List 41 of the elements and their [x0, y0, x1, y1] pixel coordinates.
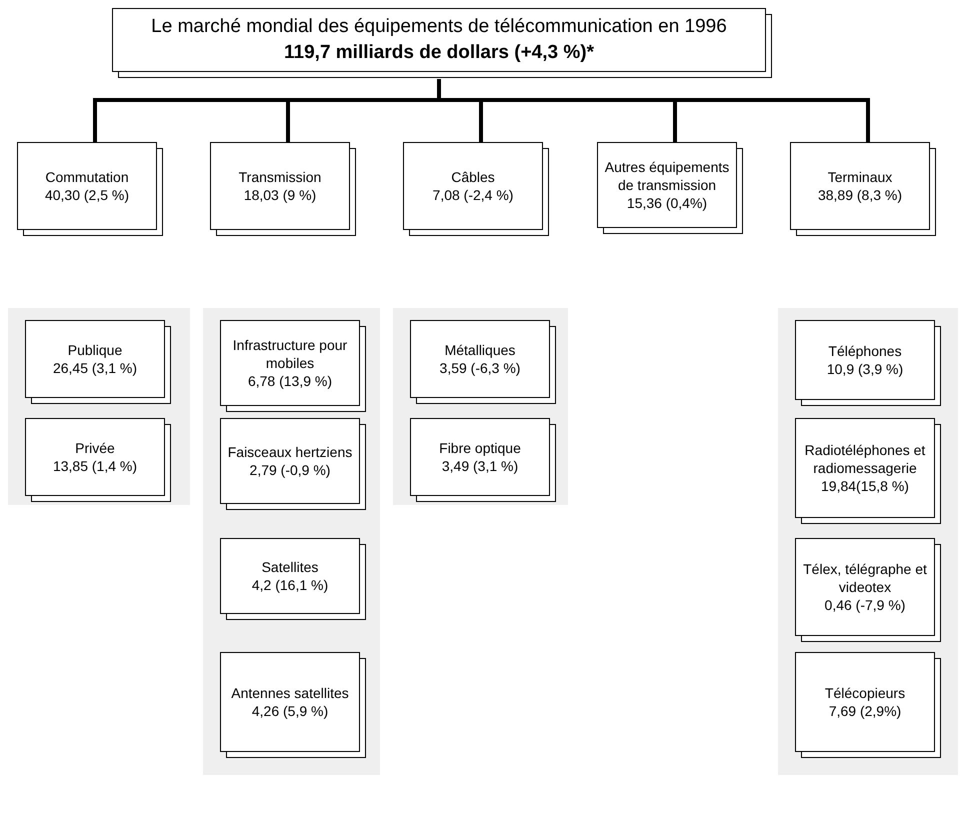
value-text: 19,84(15,8 %) — [821, 477, 909, 496]
segment-name: Satellites — [262, 558, 318, 576]
segment-name: Faisceaux hertziens — [228, 442, 352, 461]
title-text: Le marché mondial des équipements de télécommunication en 1996 — [151, 15, 727, 40]
value-text: 15,36 (0,4%) — [626, 194, 708, 212]
value-text: 4,26 (5,9 %) — [252, 702, 328, 720]
segment-name: Radiotéléphones et radiomessagerie — [804, 440, 926, 478]
segment-name: Télécopieurs — [824, 684, 906, 702]
value-text: 6,78 (13,9 %) — [248, 372, 332, 390]
group-panel — [8, 308, 190, 505]
segment-name: Infrastructure pour mobiles — [232, 336, 348, 372]
value-text: 18,03 (9 %) — [244, 186, 316, 204]
value-text: 26,45 (3,1 %) — [52, 359, 138, 378]
segment-name: Terminaux — [828, 168, 892, 186]
total-value: 119,7 milliards de dollars (+4,3 %)* — [284, 41, 594, 65]
segment-name: Câbles — [451, 168, 495, 186]
segment-name: Métalliques — [444, 340, 516, 359]
segment-name: Antennes satellites — [231, 684, 349, 702]
segment-name: Publique — [68, 340, 122, 359]
segment-name: Privée — [75, 438, 115, 457]
value-text: 38,89 (8,3 %) — [818, 186, 902, 204]
segment-name: Fibre optique — [439, 438, 521, 457]
value-text: 13,85 (1,4 %) — [52, 457, 138, 476]
value-text: 7,69 (2,9%) — [828, 702, 902, 720]
segment-name: Transmission — [238, 168, 322, 186]
segment-name: Télex, télégraphe et videotex — [802, 560, 928, 596]
value-text: 4,2 (16,1 %) — [252, 576, 328, 594]
connector-line — [437, 79, 870, 142]
value-text: 3,49 (3,1 %) — [442, 457, 518, 476]
value-text: 7,08 (-2,4 %) — [432, 186, 514, 204]
value-text: 0,46 (-7,9 %) — [824, 596, 906, 614]
group-panel — [778, 308, 958, 775]
group-panel — [203, 308, 380, 775]
segment-name: Téléphones — [828, 342, 902, 360]
segment-name: Commutation — [45, 168, 129, 186]
value-text: 40,30 (2,5 %) — [44, 186, 130, 204]
value-text: 3,59 (-6,3 %) — [440, 359, 520, 378]
value-text: 2,79 (-0,9 %) — [250, 461, 330, 480]
group-panel — [393, 308, 568, 505]
value-text: 10,9 (3,9 %) — [826, 360, 904, 378]
segment-name: Autres équipements de transmission — [604, 158, 730, 194]
